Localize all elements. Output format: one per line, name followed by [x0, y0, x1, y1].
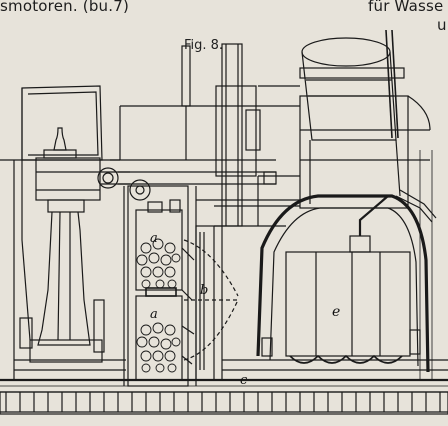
shaft [110, 159, 277, 201]
label-c: c [240, 373, 248, 388]
left-casing [0, 85, 126, 380]
large-vessel [222, 150, 448, 380]
header-right-text-line2: u [437, 16, 447, 34]
figure-caption: Fig. 8. [184, 38, 224, 53]
header-left-text: smotoren. (bu.7) [0, 0, 130, 15]
base-rail [0, 378, 448, 415]
central-frame [119, 43, 300, 380]
generator-stack [123, 185, 197, 387]
label-a-top: a [150, 231, 158, 246]
label-b: b [200, 283, 208, 298]
producer-vessel [299, 29, 437, 223]
pump-column [19, 127, 130, 363]
header-right-text: für Wasse [368, 0, 444, 15]
label-a-bottom: a [150, 307, 158, 322]
valve-section [181, 225, 239, 381]
coal-texture [136, 238, 181, 373]
label-e: e [332, 304, 340, 320]
